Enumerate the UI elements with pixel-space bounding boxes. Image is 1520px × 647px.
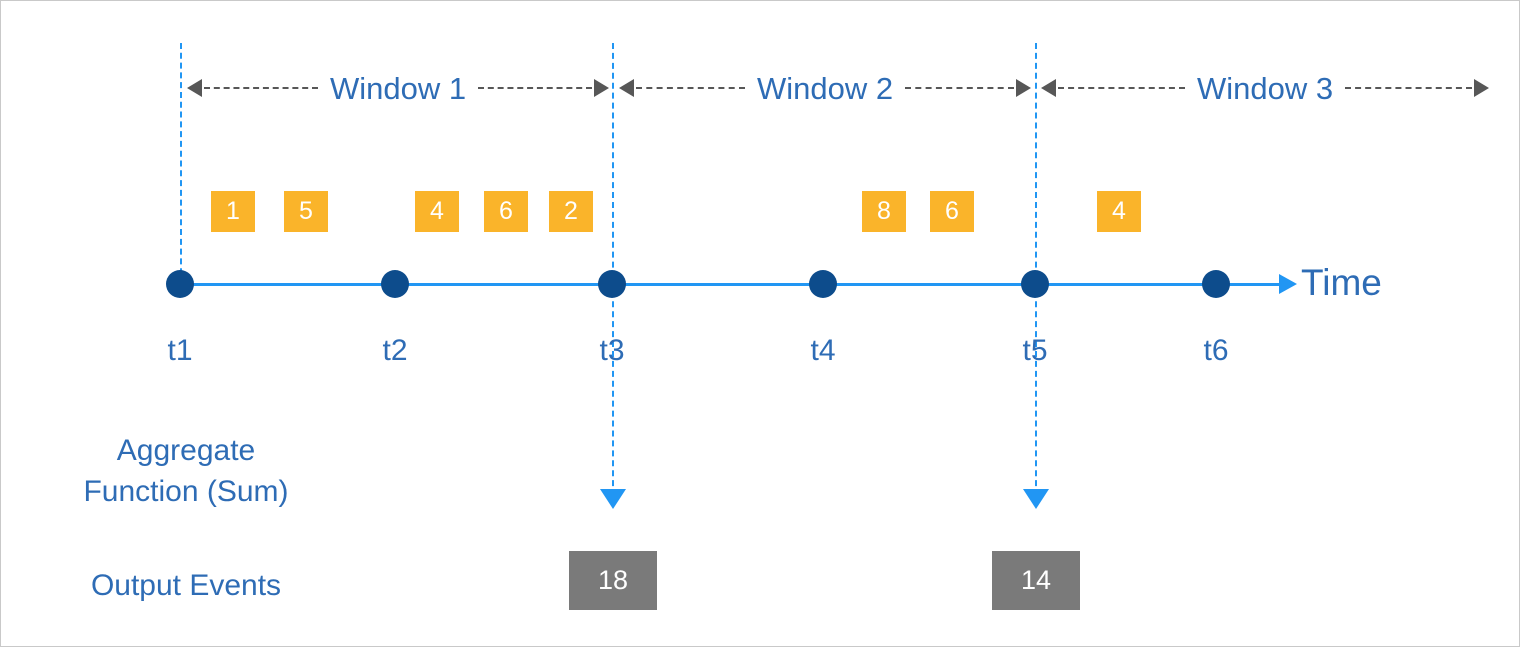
aggregate-function-caption: Aggregate Function (Sum) [83, 434, 289, 508]
window-dash-right [905, 87, 1015, 89]
output-event-box: 14 [992, 551, 1080, 610]
window-dash-left [636, 87, 745, 89]
window-3-label: Window 3 [1196, 70, 1334, 106]
event-box: 4 [1097, 191, 1141, 232]
arrow-left-icon [187, 79, 202, 97]
output-arrow-t3-icon [600, 489, 626, 509]
event-value: 6 [499, 197, 513, 225]
tick-label-t1: t1 [167, 334, 193, 367]
event-value: 1 [226, 197, 240, 225]
event-value: 2 [564, 197, 578, 225]
timeline-dot-t2 [381, 270, 409, 298]
window-dash-left [1058, 87, 1185, 89]
timeline-axis-label: Time [1301, 262, 1382, 303]
timeline-arrow-icon [1279, 274, 1297, 294]
arrow-left-icon [1041, 79, 1056, 97]
event-value: 4 [430, 197, 444, 225]
boundary-line-t1 [180, 43, 182, 284]
event-box: 2 [549, 191, 593, 232]
output-value: 14 [1020, 565, 1052, 595]
timeline-dot-t5 [1021, 270, 1049, 298]
output-event-box: 18 [569, 551, 657, 610]
event-box: 1 [211, 191, 255, 232]
event-value: 8 [877, 197, 891, 225]
tick-label-t4: t4 [810, 334, 836, 367]
event-box: 6 [484, 191, 528, 232]
event-box: 6 [930, 191, 974, 232]
timeline-axis [180, 283, 1279, 286]
event-value: 6 [945, 197, 959, 225]
tick-label-t6: t6 [1203, 334, 1229, 367]
window-span-3: Window 3 [1041, 70, 1490, 106]
event-box: 5 [284, 191, 328, 232]
output-value: 18 [597, 565, 629, 595]
timeline-dot-t1 [166, 270, 194, 298]
tick-label-t3: t3 [599, 334, 625, 367]
tick-label-t2: t2 [382, 334, 408, 367]
event-box: 8 [862, 191, 906, 232]
arrow-right-icon [1016, 79, 1032, 97]
arrow-right-icon [594, 79, 610, 97]
window-span-2: Window 2 [619, 70, 1032, 106]
window-dash-right [1345, 87, 1473, 89]
output-events-caption: Output Events [90, 569, 282, 602]
output-arrow-t5-icon [1023, 489, 1049, 509]
event-value: 4 [1112, 197, 1126, 225]
window-span-1: Window 1 [187, 70, 610, 106]
window-dash-right [478, 87, 593, 89]
timeline-dot-t3 [598, 270, 626, 298]
timeline-dot-t4 [809, 270, 837, 298]
window-dash-left [204, 87, 318, 89]
tick-label-t5: t5 [1022, 334, 1048, 367]
event-value: 5 [299, 197, 313, 225]
arrow-right-icon [1474, 79, 1490, 97]
timeline-dot-t6 [1202, 270, 1230, 298]
event-box: 4 [415, 191, 459, 232]
arrow-left-icon [619, 79, 634, 97]
window-1-label: Window 1 [329, 70, 467, 106]
window-2-label: Window 2 [756, 70, 894, 106]
